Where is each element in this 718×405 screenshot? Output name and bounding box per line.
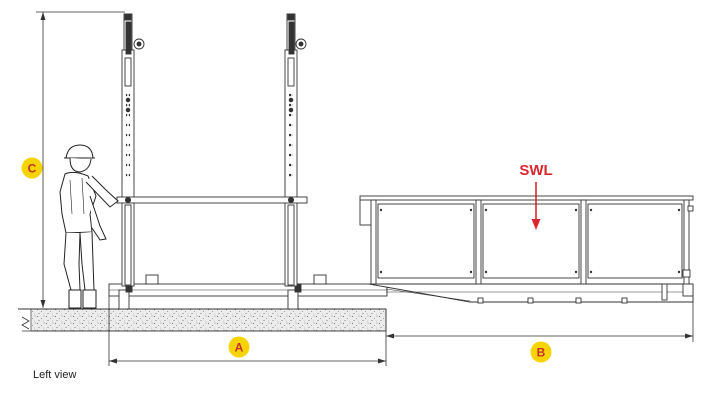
guardrail bbox=[359, 195, 694, 285]
badge-b-label: B bbox=[537, 346, 546, 360]
crossbar bbox=[116, 196, 308, 204]
badge-a-label: A bbox=[235, 341, 244, 355]
badge-b: B bbox=[530, 341, 552, 363]
base-frame bbox=[108, 274, 388, 310]
dimension-a bbox=[108, 296, 387, 366]
mast-right bbox=[284, 13, 307, 287]
view-caption: Left view bbox=[33, 369, 77, 381]
badge-a: A bbox=[228, 336, 250, 358]
badge-c-label: C bbox=[28, 162, 37, 176]
swl-label: SWL bbox=[519, 162, 552, 179]
ground-slab bbox=[18, 308, 387, 332]
badge-c: C bbox=[21, 157, 43, 179]
worker-figure bbox=[59, 144, 119, 309]
mast-left bbox=[121, 13, 145, 287]
swl-indicator: SWL bbox=[519, 162, 553, 230]
dimension-c bbox=[36, 11, 125, 308]
platform-deck bbox=[368, 283, 694, 304]
